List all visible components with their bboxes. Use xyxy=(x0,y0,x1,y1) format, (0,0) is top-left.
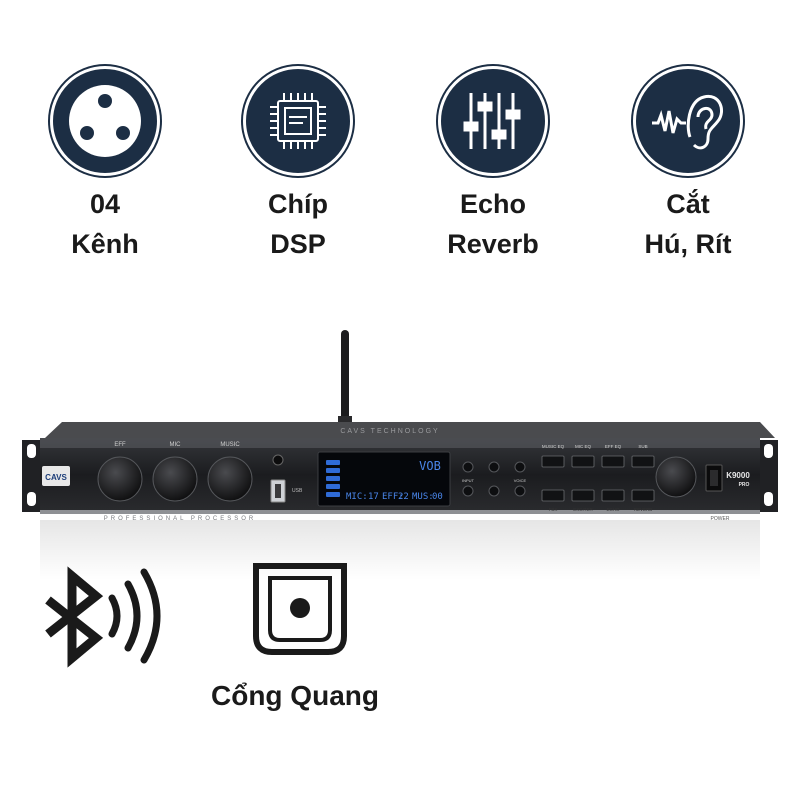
optical-port-icon xyxy=(253,563,347,655)
play-pause-button[interactable] xyxy=(488,485,500,497)
exciter-label: EXCITER xyxy=(573,507,593,512)
music-eq-button[interactable] xyxy=(541,455,565,468)
feature-line1: Echo xyxy=(459,189,526,219)
bottom-label: PROFESSIONAL PROCESSOR xyxy=(104,516,256,522)
feature-feedback: Cắt Hú, Rít xyxy=(613,66,763,264)
reflection xyxy=(40,520,760,580)
feature-line2: Hú, Rít xyxy=(644,229,732,259)
fbx-label: FBX xyxy=(549,507,558,512)
music-knob[interactable] xyxy=(207,456,253,502)
lcd-mic-label: MIC: xyxy=(346,492,368,502)
connectivity-icons xyxy=(45,563,347,668)
exciter-button[interactable] xyxy=(571,489,595,502)
dsp-chip-icon xyxy=(243,66,353,176)
feature-line2: Reverb xyxy=(447,229,539,259)
feature-line1: Cắt xyxy=(666,189,710,219)
equalizer-sliders-icon xyxy=(438,66,548,176)
input-label: INPUT xyxy=(462,478,475,483)
prev-button[interactable] xyxy=(462,485,474,497)
feature-line2: DSP xyxy=(270,229,326,259)
mic-knob[interactable] xyxy=(152,456,198,502)
feature-line1: Chíp xyxy=(268,189,328,219)
optical-label: Cổng Quang xyxy=(211,680,379,711)
feature-channels: 04 Kênh xyxy=(30,66,180,264)
sub-label: SUB xyxy=(638,444,647,449)
feature-dsp: Chíp DSP xyxy=(223,66,373,264)
lcd-top-text: VOB xyxy=(419,459,441,473)
antenna xyxy=(338,330,352,424)
karaoke-processor: CAVS TECHNOLOGY CAVS EFF MIC MUSIC USB V… xyxy=(22,330,778,580)
brand-logo xyxy=(42,466,70,486)
eff-knob[interactable] xyxy=(97,456,143,502)
music-eq-label: MUSIC EQ xyxy=(542,444,565,449)
next-button[interactable] xyxy=(514,485,526,497)
feature-line1: 04 xyxy=(89,189,121,219)
lcd-eff-label: EFF: xyxy=(382,492,404,502)
lcd-display xyxy=(317,451,451,507)
chassis-top xyxy=(45,422,775,438)
xlr-connector-icon xyxy=(50,66,160,176)
knob-label-eff: EFF xyxy=(114,442,126,448)
knob-label-music: MUSIC xyxy=(220,442,240,448)
eff-eq-label: EFF EQ xyxy=(605,444,622,449)
mic-eq-button[interactable] xyxy=(571,455,595,468)
bluetooth-icon xyxy=(45,566,104,668)
lcd-mus-label: MUS: xyxy=(412,492,434,502)
voice-button[interactable] xyxy=(514,461,526,473)
model-name: K9000 xyxy=(726,471,750,480)
reverb-button[interactable] xyxy=(631,489,655,502)
mic-jack[interactable] xyxy=(272,454,284,466)
ear-waveform-icon xyxy=(633,66,743,176)
mic-eq-label: MIC EQ xyxy=(575,444,592,449)
echo-label: ECHO xyxy=(606,507,620,512)
knob-label-mic: MIC xyxy=(170,442,182,448)
repeat-button[interactable] xyxy=(488,461,500,473)
input-button[interactable] xyxy=(462,461,474,473)
top-label: CAVS TECHNOLOGY xyxy=(340,428,439,435)
usb-label: USB xyxy=(292,488,303,494)
lcd-mic-value: 17 xyxy=(368,492,379,502)
feature-echo: Echo Reverb xyxy=(418,66,568,264)
eff-eq-button[interactable] xyxy=(601,455,625,468)
power-label: POWER xyxy=(711,516,730,522)
lcd-mus-value: 00 xyxy=(432,492,443,502)
master-encoder-knob[interactable] xyxy=(655,456,697,498)
lcd-eff-value: 22 xyxy=(398,492,409,502)
model-suffix: PRO xyxy=(739,482,750,488)
voice-label: VOICE xyxy=(514,478,527,483)
sub-button[interactable] xyxy=(631,455,655,468)
fbx-button[interactable] xyxy=(541,489,565,502)
feature-line2: Kênh xyxy=(71,229,139,259)
reverb-label: REVERB xyxy=(634,507,653,512)
brand-text: CAVS xyxy=(45,473,67,482)
echo-button[interactable] xyxy=(601,489,625,502)
